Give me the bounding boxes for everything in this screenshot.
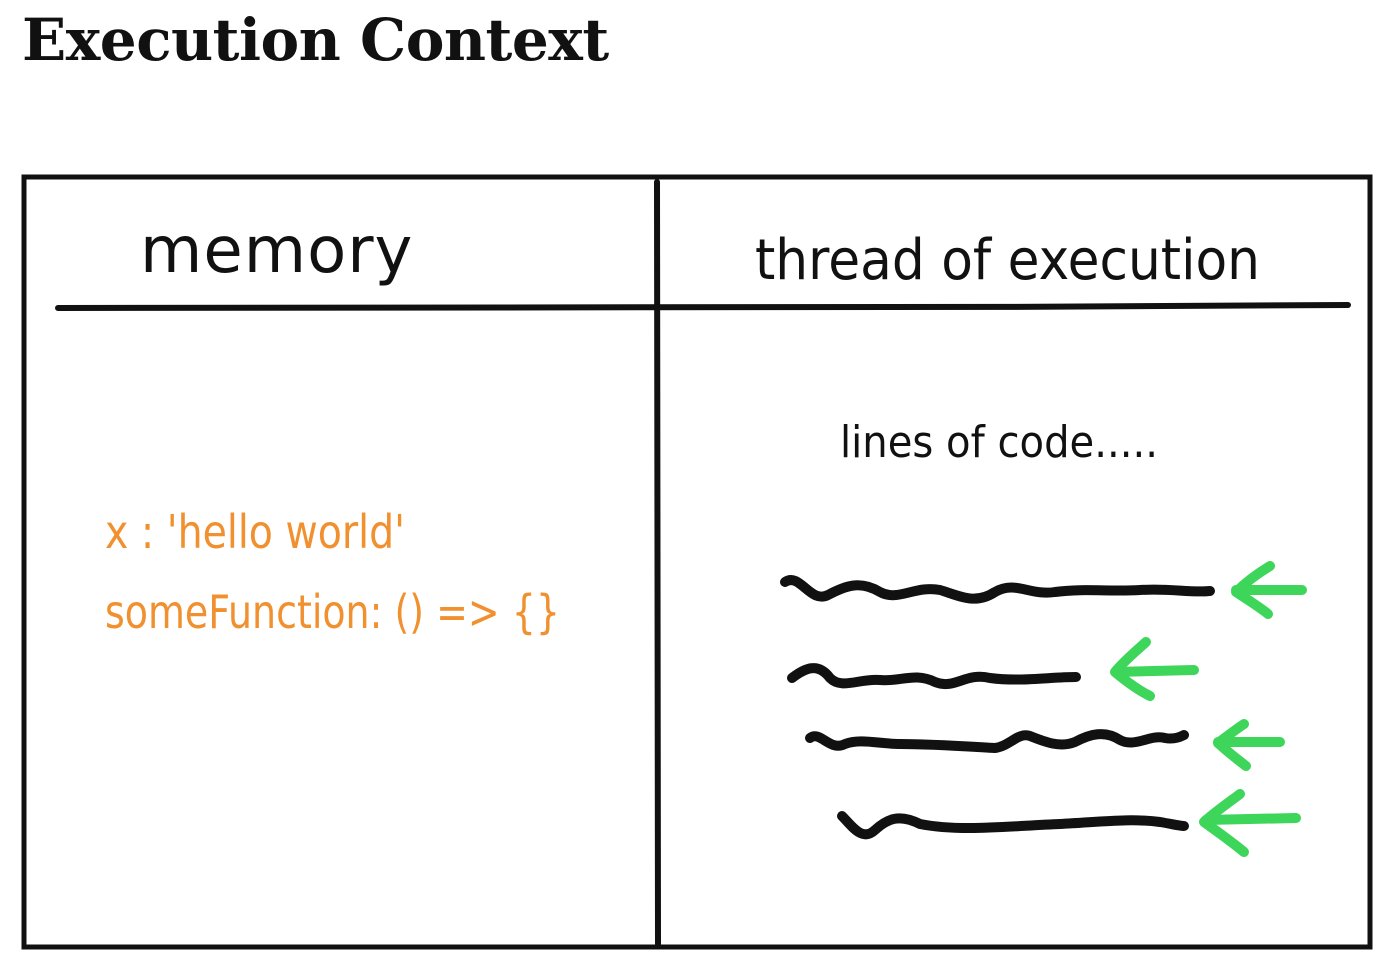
thread-heading: thread of execution (755, 228, 1260, 293)
lines-of-code-caption: lines of code..... (840, 417, 1158, 468)
memory-entry-somefunction: someFunction: () => {} (105, 585, 560, 639)
context-frame (21, 174, 1373, 950)
left-arrow-icon (1213, 719, 1285, 771)
page-title: Execution Context (22, 6, 609, 74)
heading-underline (55, 302, 1351, 311)
left-arrow-icon (1231, 561, 1307, 619)
left-arrow-icon (1199, 789, 1301, 857)
code-line-squiggle (780, 575, 1215, 604)
code-line-squiggle (805, 729, 1189, 753)
code-line-squiggle (787, 663, 1081, 690)
left-arrow-icon (1110, 637, 1199, 701)
memory-entry-x: x : 'hello world' (105, 505, 405, 559)
memory-heading: memory (140, 214, 413, 288)
column-divider (654, 179, 661, 947)
code-line-squiggle (837, 811, 1189, 840)
